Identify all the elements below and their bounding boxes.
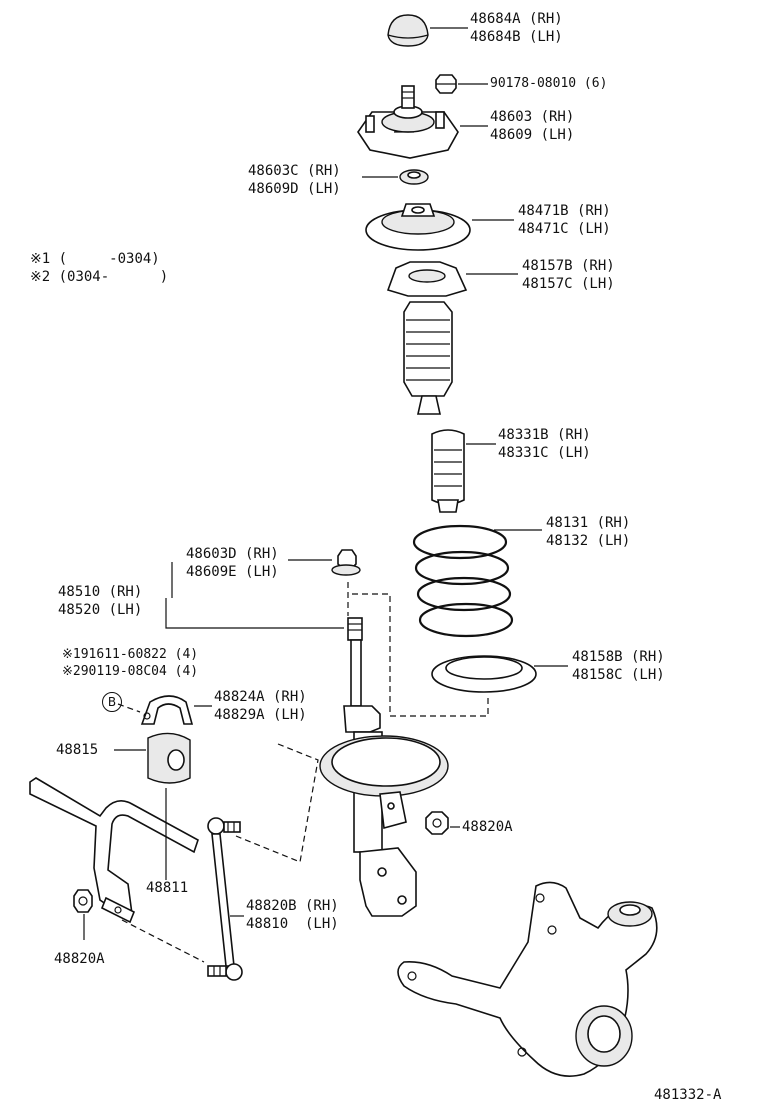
diagram-id-text: 481332-A [654, 1087, 722, 1103]
guide-lower [121, 919, 205, 963]
bushing-bracket [140, 695, 194, 725]
label-nut-left-text: 48820A [54, 951, 105, 967]
label-shock: 48510 (RH) 48520 (LH) [58, 583, 142, 619]
guide-spring [352, 593, 489, 717]
label-bracket: 48824A (RH) 48829A (LH) [214, 688, 307, 724]
label-bumper: 48331B (RH) 48331C (LH) [498, 426, 591, 462]
nut-left [73, 889, 93, 913]
label-support-rh: 48603 (RH) [490, 109, 575, 125]
label-nut-left: 48820A [54, 950, 105, 968]
guide-ref-b [117, 703, 141, 713]
label-insulator-rh: 48157B (RH) [522, 258, 615, 274]
label-top-nut-text: 90178-08010 (6) [490, 76, 608, 91]
label-stabilizer-text: 48811 [146, 880, 189, 896]
shock-absorber [319, 617, 449, 917]
label-bushing-text: 48815 [56, 742, 99, 758]
label-spring: 48131 (RH) 48132 (LH) [546, 514, 630, 550]
label-bumper-lh: 48331C (LH) [498, 445, 591, 461]
label-link: 48820B (RH) 48810 (LH) [246, 897, 339, 933]
label-bracket-lh: 48829A (LH) [214, 707, 307, 723]
insulator-boot [386, 261, 468, 415]
label-cap: 48684A (RH) 48684B (LH) [470, 10, 563, 46]
label-nut-right: 48820A [462, 818, 513, 836]
note-2: ※2 (0304- ) [30, 269, 169, 285]
coil-spring [412, 524, 514, 638]
label-support-lh: 48609 (LH) [490, 127, 575, 143]
guide-link [235, 743, 319, 863]
label-strut-nut-rh: 48603D (RH) [186, 546, 279, 562]
strut-nut [331, 549, 361, 576]
label-bearing-lh: 48609D (LH) [248, 181, 341, 197]
label-cap-lh: 48684B (LH) [470, 29, 563, 45]
bearing [399, 169, 429, 185]
label-insulator-lh: 48157C (LH) [522, 276, 615, 292]
label-top-nut: 90178-08010 (6) [490, 75, 607, 93]
diagram-id: 481332-A [654, 1086, 721, 1104]
label-cap-rh: 48684A (RH) [470, 11, 563, 27]
label-spring-lh: 48132 (LH) [546, 533, 631, 549]
label-spring-rh: 48131 (RH) [546, 515, 631, 531]
label-shock-rh: 48510 (RH) [58, 584, 143, 600]
stabilizer-bar [29, 777, 199, 924]
label-bolts-2: ※290119-08C04 (4) [62, 664, 199, 679]
upper-spring-seat [365, 203, 471, 251]
label-bushing: 48815 [56, 741, 98, 759]
label-nut-right-text: 48820A [462, 819, 513, 835]
label-upper-seat: 48471B (RH) 48471C (LH) [518, 202, 611, 238]
label-shock-lh: 48520 (LH) [58, 602, 143, 618]
label-lower-seat: 48158B (RH) 48158C (LH) [572, 648, 665, 684]
note-1: ※1 ( -0304) [30, 251, 160, 267]
label-link-lh: 48810 (LH) [246, 916, 339, 932]
label-bumper-rh: 48331B (RH) [498, 427, 591, 443]
label-bearing-rh: 48603C (RH) [248, 163, 341, 179]
top-nut [435, 74, 457, 94]
label-bracket-rh: 48824A (RH) [214, 689, 307, 705]
label-upper-seat-rh: 48471B (RH) [518, 203, 611, 219]
label-upper-seat-lh: 48471C (LH) [518, 221, 611, 237]
bump-stopper [431, 429, 465, 513]
label-bolts: ※191611-60822 (4) ※290119-08C04 (4) [62, 646, 198, 680]
steering-knuckle [397, 881, 658, 1077]
reference-b-marker: B [102, 692, 122, 712]
label-support: 48603 (RH) 48609 (LH) [490, 108, 574, 144]
label-bolts-1: ※191611-60822 (4) [62, 647, 199, 662]
stabilizer-bushing [147, 732, 191, 784]
label-stabilizer: 48811 [146, 879, 188, 897]
leader-shock [165, 598, 344, 629]
strut-support [357, 85, 459, 159]
notes: ※1 ( -0304) ※2 (0304- ) [30, 250, 168, 286]
label-insulator: 48157B (RH) 48157C (LH) [522, 257, 615, 293]
label-strut-nut-lh: 48609E (LH) [186, 564, 279, 580]
dust-cap [387, 14, 429, 47]
stabilizer-link [207, 817, 243, 981]
lower-spring-insulator [431, 655, 537, 693]
label-bearing: 48603C (RH) 48609D (LH) [248, 162, 341, 198]
label-lower-seat-rh: 48158B (RH) [572, 649, 665, 665]
label-strut-nut: 48603D (RH) 48609E (LH) [186, 545, 279, 581]
label-lower-seat-lh: 48158C (LH) [572, 667, 665, 683]
nut-right [425, 811, 449, 835]
label-link-rh: 48820B (RH) [246, 898, 339, 914]
